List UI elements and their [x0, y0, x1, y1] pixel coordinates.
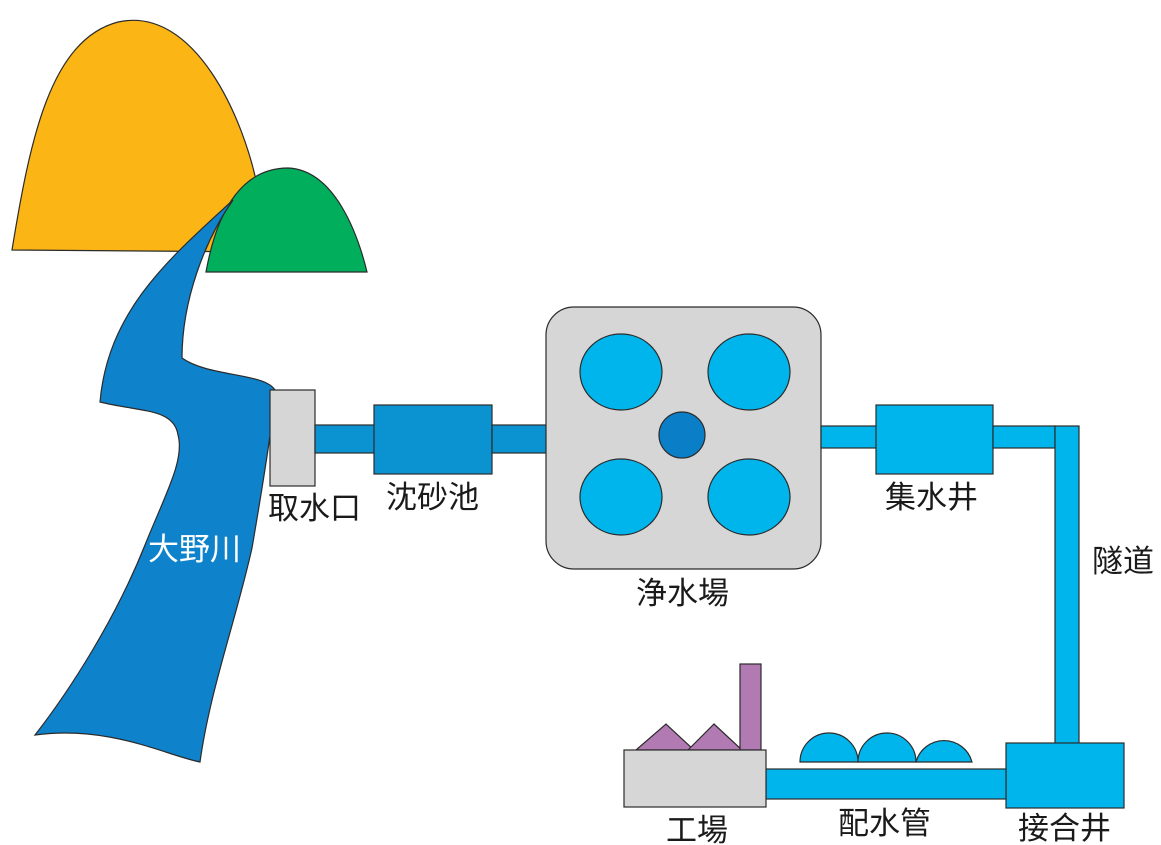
large-mountain	[11, 19, 269, 253]
junction-well	[1005, 742, 1125, 809]
collection-well-label: 集水井	[885, 480, 978, 516]
collection-well	[875, 404, 994, 475]
tunnel-pipe	[1054, 425, 1080, 745]
distribution-pipe	[765, 768, 1007, 800]
river-label: 大野川	[148, 532, 241, 568]
factory-building	[623, 749, 767, 808]
distribution-pipe-label: 配水管	[838, 806, 931, 842]
sand-basin	[373, 404, 493, 475]
center-tank	[658, 411, 706, 459]
factory-label: 工場	[666, 813, 728, 845]
filter-tank-top-right	[707, 333, 791, 411]
dome-2	[857, 732, 917, 763]
pipe-intake-to-basin	[314, 424, 376, 454]
factory-chimney	[739, 663, 762, 751]
dome-1	[799, 732, 859, 763]
filter-tank-bottom-left	[579, 458, 663, 536]
intake-structure	[269, 389, 316, 487]
factory-roof-1	[634, 723, 696, 751]
pipe-well-to-tunnel	[992, 425, 1056, 449]
intake-label: 取水口	[268, 491, 361, 527]
factory-roof-2	[686, 723, 744, 751]
pipe-plant-to-well	[820, 425, 878, 449]
purification-plant-label: 浄水場	[636, 576, 729, 612]
sand-basin-label: 沈砂池	[386, 480, 479, 516]
tunnel-label: 隧道	[1092, 544, 1154, 580]
filter-tank-top-left	[579, 333, 663, 411]
filter-tank-bottom-right	[707, 458, 791, 536]
junction-well-label: 接合井	[1018, 811, 1111, 845]
dome-3	[915, 740, 973, 763]
pipe-basin-to-plant	[491, 424, 548, 454]
river	[33, 199, 277, 763]
